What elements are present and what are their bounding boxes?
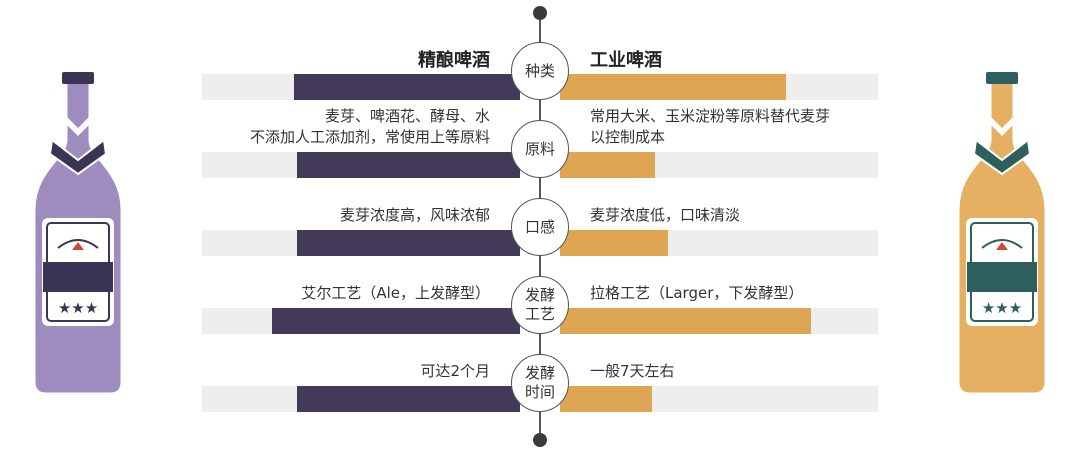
category-node: 发酵时间 — [511, 354, 569, 412]
category-label: 发酵 — [524, 364, 555, 382]
industrial-description: 常用大米、玉米淀粉等原料替代麦芽以控制成本 — [590, 106, 830, 148]
craft-bar — [297, 152, 520, 178]
industrial-bar — [560, 230, 668, 256]
craft-description-line: 麦芽、啤酒花、酵母、水 — [324, 107, 490, 125]
craft-chevron-2 — [48, 138, 108, 176]
industrial-bar — [560, 152, 655, 178]
craft-stars-icon: ★★★ — [58, 299, 98, 317]
industrial-stars-icon: ★★★ — [982, 299, 1022, 317]
category-label: 发酵 — [524, 286, 555, 304]
industrial-bar — [560, 308, 811, 334]
industrial-description-line: 一般7天左右 — [590, 362, 675, 380]
industrial-description-line: 以控制成本 — [590, 128, 666, 146]
category-node: 种类 — [511, 42, 569, 100]
craft-bar — [297, 230, 520, 256]
craft-chevron-1 — [66, 116, 90, 136]
craft-bottle-cap — [62, 72, 94, 84]
industrial-beer-header: 工业啤酒 — [590, 50, 662, 71]
industrial-description-line: 拉格工艺（Larger，下发酵型） — [590, 284, 804, 302]
timeline-bottom-dot — [533, 433, 547, 447]
craft-label-band — [43, 262, 113, 292]
category-node: 原料 — [511, 120, 569, 178]
industrial-description: 一般7天左右 — [590, 361, 675, 382]
craft-description-line: 可达2个月 — [420, 362, 490, 380]
category-label: 时间 — [524, 383, 555, 401]
craft-bar — [297, 386, 520, 412]
industrial-description: 麦芽浓度低，口味清淡 — [590, 205, 740, 226]
craft-bar — [272, 308, 520, 334]
category-label: 原料 — [524, 139, 555, 158]
industrial-description: 拉格工艺（Larger，下发酵型） — [590, 283, 803, 304]
industrial-bar — [560, 74, 786, 100]
industrial-chevron-1 — [990, 116, 1014, 136]
timeline-top-dot — [533, 6, 547, 20]
craft-description: 可达2个月 — [420, 361, 490, 382]
industrial-flame-icon — [996, 242, 1008, 250]
craft-bar — [294, 74, 520, 100]
craft-description: 麦芽浓度高，风味浓郁 — [340, 205, 490, 226]
category-label: 种类 — [524, 61, 555, 80]
category-label: 工艺 — [524, 305, 555, 323]
craft-description-line: 麦芽浓度高，风味浓郁 — [339, 206, 490, 224]
industrial-beer-bottle-icon: ★★★ — [956, 72, 1048, 396]
industrial-description-line: 常用大米、玉米淀粉等原料替代麦芽 — [590, 107, 831, 125]
craft-description-line: 不添加人工添加剂，常使用上等原料 — [249, 128, 490, 146]
industrial-bar — [560, 386, 652, 412]
craft-beer-bottle-icon: ★★★ — [32, 72, 124, 396]
category-node: 发酵工艺 — [511, 276, 569, 334]
industrial-description-line: 麦芽浓度低，口味清淡 — [590, 206, 741, 224]
craft-beer-header: 精酿啤酒 — [418, 50, 490, 71]
craft-description: 麦芽、啤酒花、酵母、水不添加人工添加剂，常使用上等原料 — [250, 106, 490, 148]
craft-description-line: 艾尔工艺（Ale，上发酵型） — [301, 284, 490, 302]
industrial-bottle-cap — [986, 72, 1018, 84]
craft-flame-icon — [72, 242, 84, 250]
category-label: 口感 — [524, 217, 555, 236]
industrial-chevron-2 — [972, 138, 1032, 176]
category-node: 口感 — [511, 198, 569, 256]
craft-description: 艾尔工艺（Ale，上发酵型） — [301, 283, 490, 304]
industrial-label-band — [967, 262, 1037, 292]
